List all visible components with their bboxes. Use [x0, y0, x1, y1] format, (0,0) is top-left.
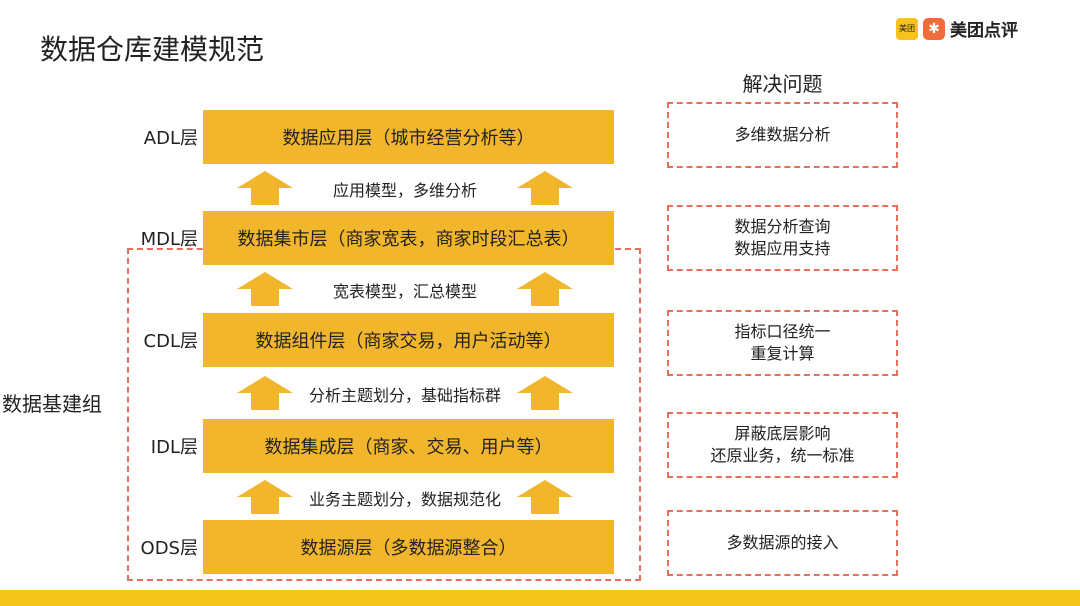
- problem-line: 还原业务，统一标准: [710, 446, 855, 465]
- problem-box: 多维数据分析: [667, 102, 898, 168]
- problem-line: 重复计算: [750, 344, 815, 363]
- brand-name: 美团点评: [950, 21, 1018, 41]
- layer-tag: IDL层: [150, 437, 198, 458]
- up-arrow-icon: [517, 272, 573, 306]
- layer-box: 数据组件层（商家交易，用户活动等）: [203, 313, 614, 367]
- right-heading: 解决问题: [742, 72, 823, 96]
- problem-box: 指标口径统一重复计算: [667, 310, 898, 376]
- up-arrow-icon: [517, 376, 573, 410]
- footer-bar: [0, 590, 1080, 606]
- layer-box: 数据集市层（商家宽表，商家时段汇总表）: [203, 211, 614, 265]
- layer-box: 数据应用层（城市经营分析等）: [203, 110, 614, 164]
- up-arrow-icon: [237, 170, 293, 205]
- problem-line: 多数据源的接入: [726, 533, 839, 552]
- layer-box: 数据源层（多数据源整合）: [203, 520, 614, 574]
- transition-label: 应用模型，多维分析: [332, 180, 477, 200]
- up-arrow-icon: [237, 272, 293, 306]
- layer-tag: CDL层: [143, 331, 198, 352]
- transition-label: 宽表模型，汇总模型: [332, 282, 477, 301]
- logo: 美团 ✱ 美团点评: [896, 16, 1018, 41]
- problem-box: 多数据源的接入: [667, 510, 898, 576]
- up-arrow-icon: [237, 479, 293, 514]
- layer-box: 数据集成层（商家、交易、用户等）: [203, 419, 614, 473]
- up-arrow-icon: [517, 170, 573, 205]
- problem-line: 多维数据分析: [734, 125, 831, 144]
- problem-line: 指标口径统一: [734, 322, 831, 341]
- layer-tag: ODS层: [140, 538, 198, 559]
- meituan-badge: 美团: [896, 17, 918, 40]
- slide-title: 数据仓库建模规范: [40, 33, 265, 66]
- up-arrow-icon: [237, 376, 293, 410]
- group-label: 数据基建组: [2, 392, 102, 416]
- transition-label: 分析主题划分，基础指标群: [308, 386, 501, 405]
- problem-line: 屏蔽底层影响: [734, 424, 831, 443]
- problem-line: 数据应用支持: [734, 239, 831, 258]
- up-arrow-icon: [517, 479, 573, 514]
- layer-tag: ADL层: [143, 128, 198, 149]
- dianping-icon: ✱: [923, 17, 945, 40]
- problem-line: 数据分析查询: [734, 217, 831, 236]
- problem-box: 数据分析查询数据应用支持: [667, 205, 898, 271]
- transition-label: 业务主题划分，数据规范化: [308, 489, 501, 509]
- problem-box: 屏蔽底层影响还原业务，统一标准: [667, 412, 898, 478]
- layer-tag: MDL层: [140, 229, 198, 250]
